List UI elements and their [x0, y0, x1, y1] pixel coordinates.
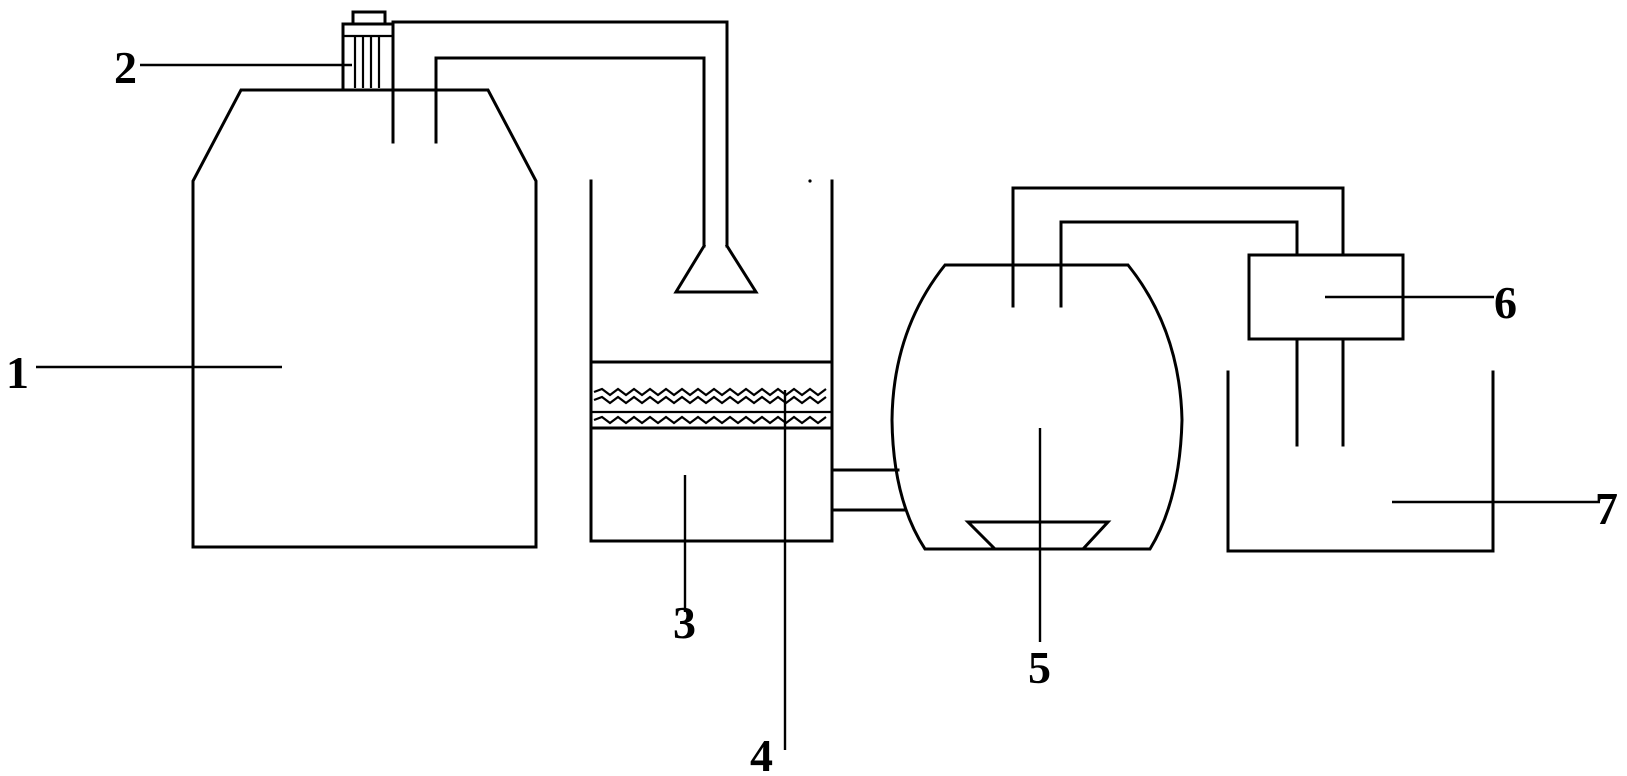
label-2: 2 [114, 42, 137, 93]
label-4: 4 [750, 730, 773, 776]
gas-pipe-to-funnel [391, 20, 729, 248]
part-labels: 1 2 3 4 5 6 7 [6, 42, 1618, 776]
label-5: 5 [1028, 642, 1051, 693]
tank-1 [191, 88, 538, 549]
tank-7 [1226, 370, 1495, 553]
label-7: 7 [1595, 483, 1618, 534]
label-6: 6 [1494, 277, 1517, 328]
unit-6 [1247, 253, 1405, 447]
filter-layer-4 [589, 360, 834, 430]
vessel-3 [589, 179, 834, 543]
label-3: 3 [673, 597, 696, 648]
funnel [673, 243, 759, 294]
reactor-5 [890, 263, 1184, 551]
pipe-reactor-to-6 [1011, 186, 1345, 308]
label-1: 1 [6, 347, 29, 398]
pump-2 [341, 10, 395, 92]
connector-pipe [830, 468, 906, 512]
leader-lines [36, 63, 1600, 750]
